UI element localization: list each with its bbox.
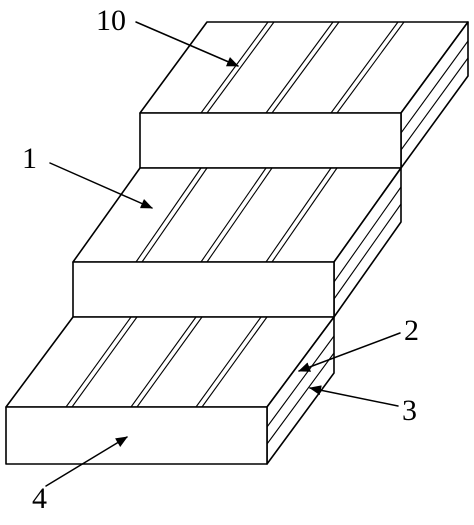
bottom-step-front-face: [5, 406, 268, 465]
leader-3: [309, 385, 399, 407]
leader-lines: [45, 21, 401, 487]
top-step-front-face: [139, 112, 402, 169]
label-3: 3: [402, 394, 417, 427]
label-1: 1: [22, 142, 37, 175]
middle-step-front-face: [72, 261, 335, 318]
label-10: 10: [96, 4, 126, 37]
bottom-step: [5, 316, 335, 465]
leader-2: [298, 332, 401, 372]
label-4: 4: [32, 482, 47, 515]
bottom-step-grooves: [65, 316, 268, 408]
label-2: 2: [404, 314, 419, 347]
reference-labels: 10 1 2 3 4: [22, 4, 419, 515]
leader-4: [45, 436, 128, 487]
top-step: [139, 21, 469, 169]
top-step-grooves: [200, 21, 405, 114]
middle-step: [72, 167, 402, 318]
leader-1: [49, 162, 153, 209]
leader-10: [135, 21, 239, 67]
middle-step-grooves: [135, 167, 338, 263]
